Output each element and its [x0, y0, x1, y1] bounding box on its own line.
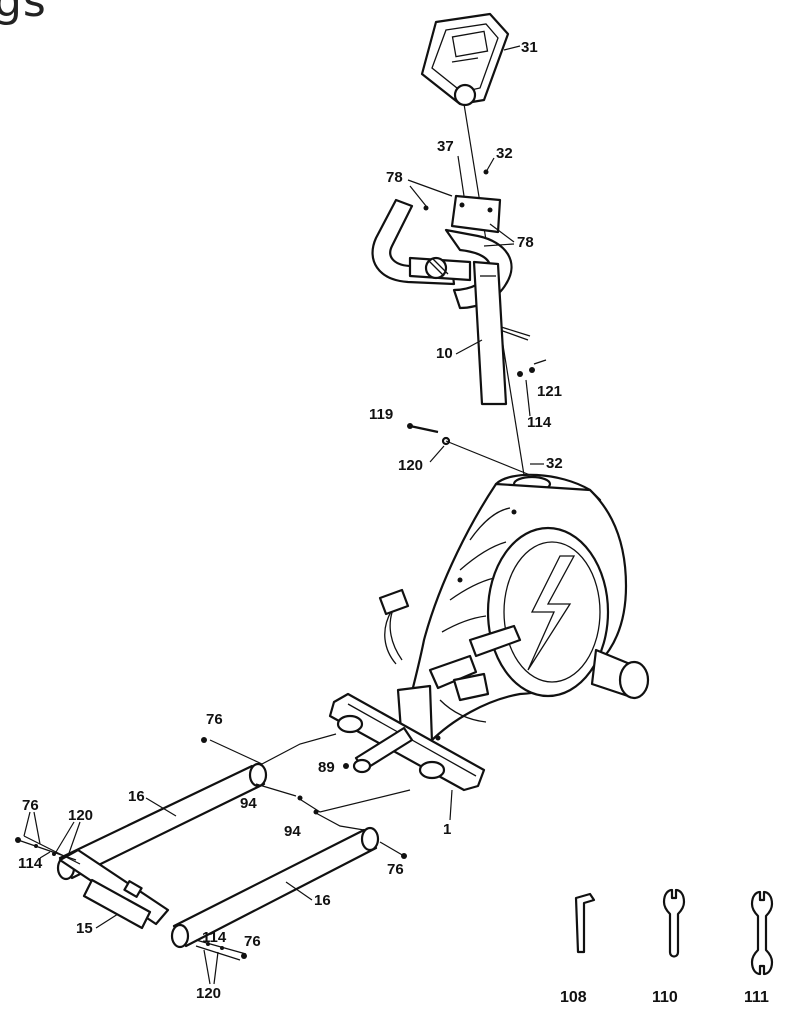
callout-76-right: 76 [387, 861, 404, 878]
callout-121: 121 [537, 383, 562, 400]
callout-78-right: 78 [517, 234, 534, 251]
lower-rail-part [170, 826, 380, 949]
callout-32-top: 32 [496, 145, 513, 162]
wrench-icon [662, 888, 686, 958]
leader-lines [15, 733, 411, 961]
console-part [420, 12, 521, 107]
callout-114-left: 114 [18, 855, 43, 872]
callout-1: 1 [443, 821, 451, 838]
callout-120-left: 120 [68, 807, 93, 824]
tool-label-111: 111 [744, 989, 769, 1006]
double-wrench-icon [750, 890, 774, 976]
callout-76-bottom: 76 [244, 933, 261, 950]
callout-78-left: 78 [386, 169, 403, 186]
callout-76-top: 76 [206, 711, 223, 728]
mast-part [472, 260, 547, 406]
bolt-119-part [407, 423, 531, 476]
callout-16-upper: 16 [128, 788, 145, 805]
callout-37: 37 [437, 138, 454, 155]
callout-76-left: 76 [22, 797, 39, 814]
rear-stabilizer-part [58, 848, 170, 930]
callout-10: 10 [436, 345, 453, 362]
handlebar-part [371, 194, 531, 341]
callout-94-upper: 94 [240, 795, 257, 812]
callout-94-lower: 94 [284, 823, 301, 840]
callout-15: 15 [76, 920, 93, 937]
main-frame-part [378, 473, 650, 746]
callout-119: 119 [369, 406, 393, 423]
page-heading-fragment: gs [0, 0, 47, 27]
tool-label-108: 108 [560, 989, 587, 1006]
allen-key-icon [574, 892, 596, 954]
callout-16-lower: 16 [314, 892, 331, 909]
callout-32-frame: 32 [546, 455, 563, 472]
callout-114-mast: 114 [527, 414, 552, 431]
callout-114-bottom: 114 [202, 929, 227, 946]
callout-120-bottom: 120 [196, 985, 221, 1002]
tool-label-110: 110 [652, 989, 678, 1006]
callout-89: 89 [318, 759, 335, 776]
front-stabilizer-part [328, 692, 486, 821]
callout-31: 31 [521, 39, 538, 56]
callout-120-mast: 120 [398, 457, 423, 474]
